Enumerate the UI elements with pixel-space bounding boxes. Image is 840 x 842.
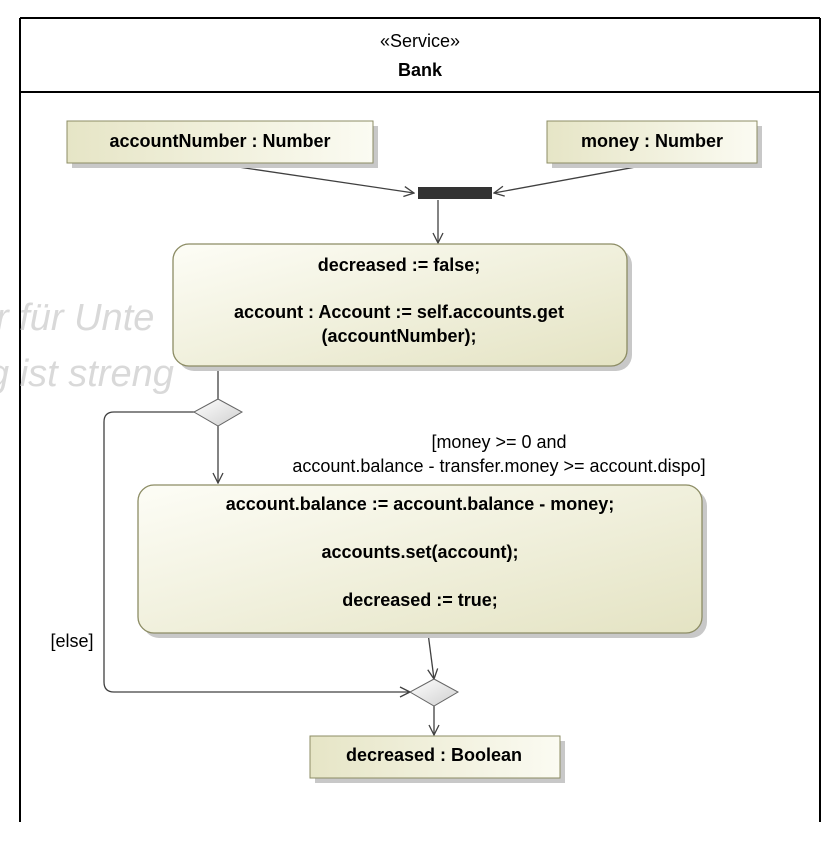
fork-bar[interactable] — [418, 187, 492, 199]
guard-else: [else] — [50, 631, 93, 651]
pin-money[interactable]: money : Number — [546, 120, 762, 168]
action-init[interactable]: decreased := false; account : Account :=… — [172, 243, 632, 371]
frame-title: Bank — [398, 60, 443, 80]
watermark-line-1: r für Unte — [0, 297, 154, 339]
action-withdraw[interactable]: account.balance := account.balance - mon… — [137, 484, 707, 638]
action-withdraw-line-3: decreased := true; — [342, 590, 498, 610]
pin-decreased[interactable]: decreased : Boolean — [309, 735, 565, 783]
action-init-line-1: decreased := false; — [318, 255, 481, 275]
watermark-line-2: g ist streng — [0, 353, 174, 395]
action-init-line-3: (accountNumber); — [321, 326, 476, 346]
action-withdraw-line-1: account.balance := account.balance - mon… — [226, 494, 615, 514]
pin-money-label: money : Number — [581, 131, 723, 151]
pin-account-number[interactable]: accountNumber : Number — [66, 120, 378, 168]
merge-node[interactable] — [408, 678, 460, 707]
action-init-line-2: account : Account := self.accounts.get — [234, 302, 564, 322]
decision-node[interactable] — [192, 398, 244, 427]
control-flows — [103, 163, 653, 735]
frame-stereotype: «Service» — [380, 31, 460, 51]
pin-account-number-label: accountNumber : Number — [109, 131, 330, 151]
guard-then-line-2: account.balance - transfer.money >= acco… — [292, 456, 705, 476]
guard-then-line-1: [money >= 0 and — [431, 432, 566, 452]
action-withdraw-line-2: accounts.set(account); — [321, 542, 518, 562]
pin-decreased-label: decreased : Boolean — [346, 745, 522, 765]
service-frame: «Service» Bank — [19, 17, 821, 822]
